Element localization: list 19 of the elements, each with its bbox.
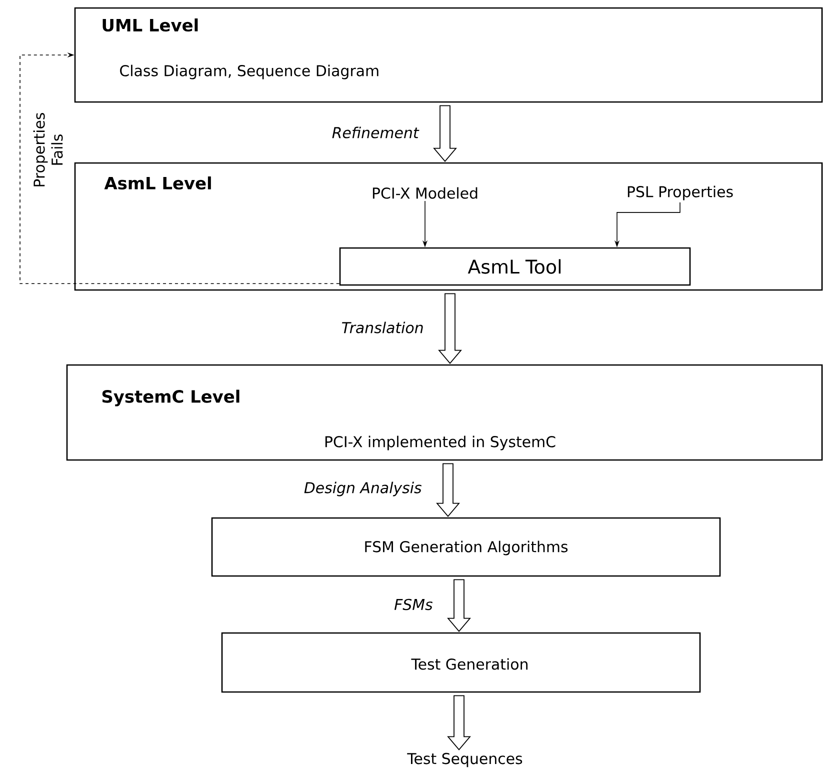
edge-label: FSMs — [393, 598, 434, 612]
block-arrow — [438, 293, 462, 364]
edge-label: Design Analysis — [302, 480, 423, 498]
level-box: UML Level Class Diagram, Sequence Diagram — [74, 7, 823, 103]
edge-label: Refinement — [330, 126, 420, 140]
process-box: AsmL Tool — [339, 247, 691, 286]
feedback-arrow — [20, 52, 340, 284]
process-box: FSM Generation Algorithms — [211, 517, 721, 577]
block-arrow — [447, 695, 471, 750]
level-box: SystemC Level PCI-X implemented in SystemC — [66, 364, 823, 461]
block-arrow — [436, 463, 460, 518]
edge-label: Translation — [340, 320, 425, 334]
block-arrow — [447, 579, 471, 632]
input-label: PSL Properties — [628, 186, 733, 200]
block-arrow — [433, 105, 457, 162]
edge-label: Properties Fails — [32, 104, 64, 196]
input-label: PCI-X Modeled — [372, 187, 478, 199]
process-box: Test Generation — [221, 632, 701, 693]
output-label: Test Sequences — [407, 752, 522, 768]
